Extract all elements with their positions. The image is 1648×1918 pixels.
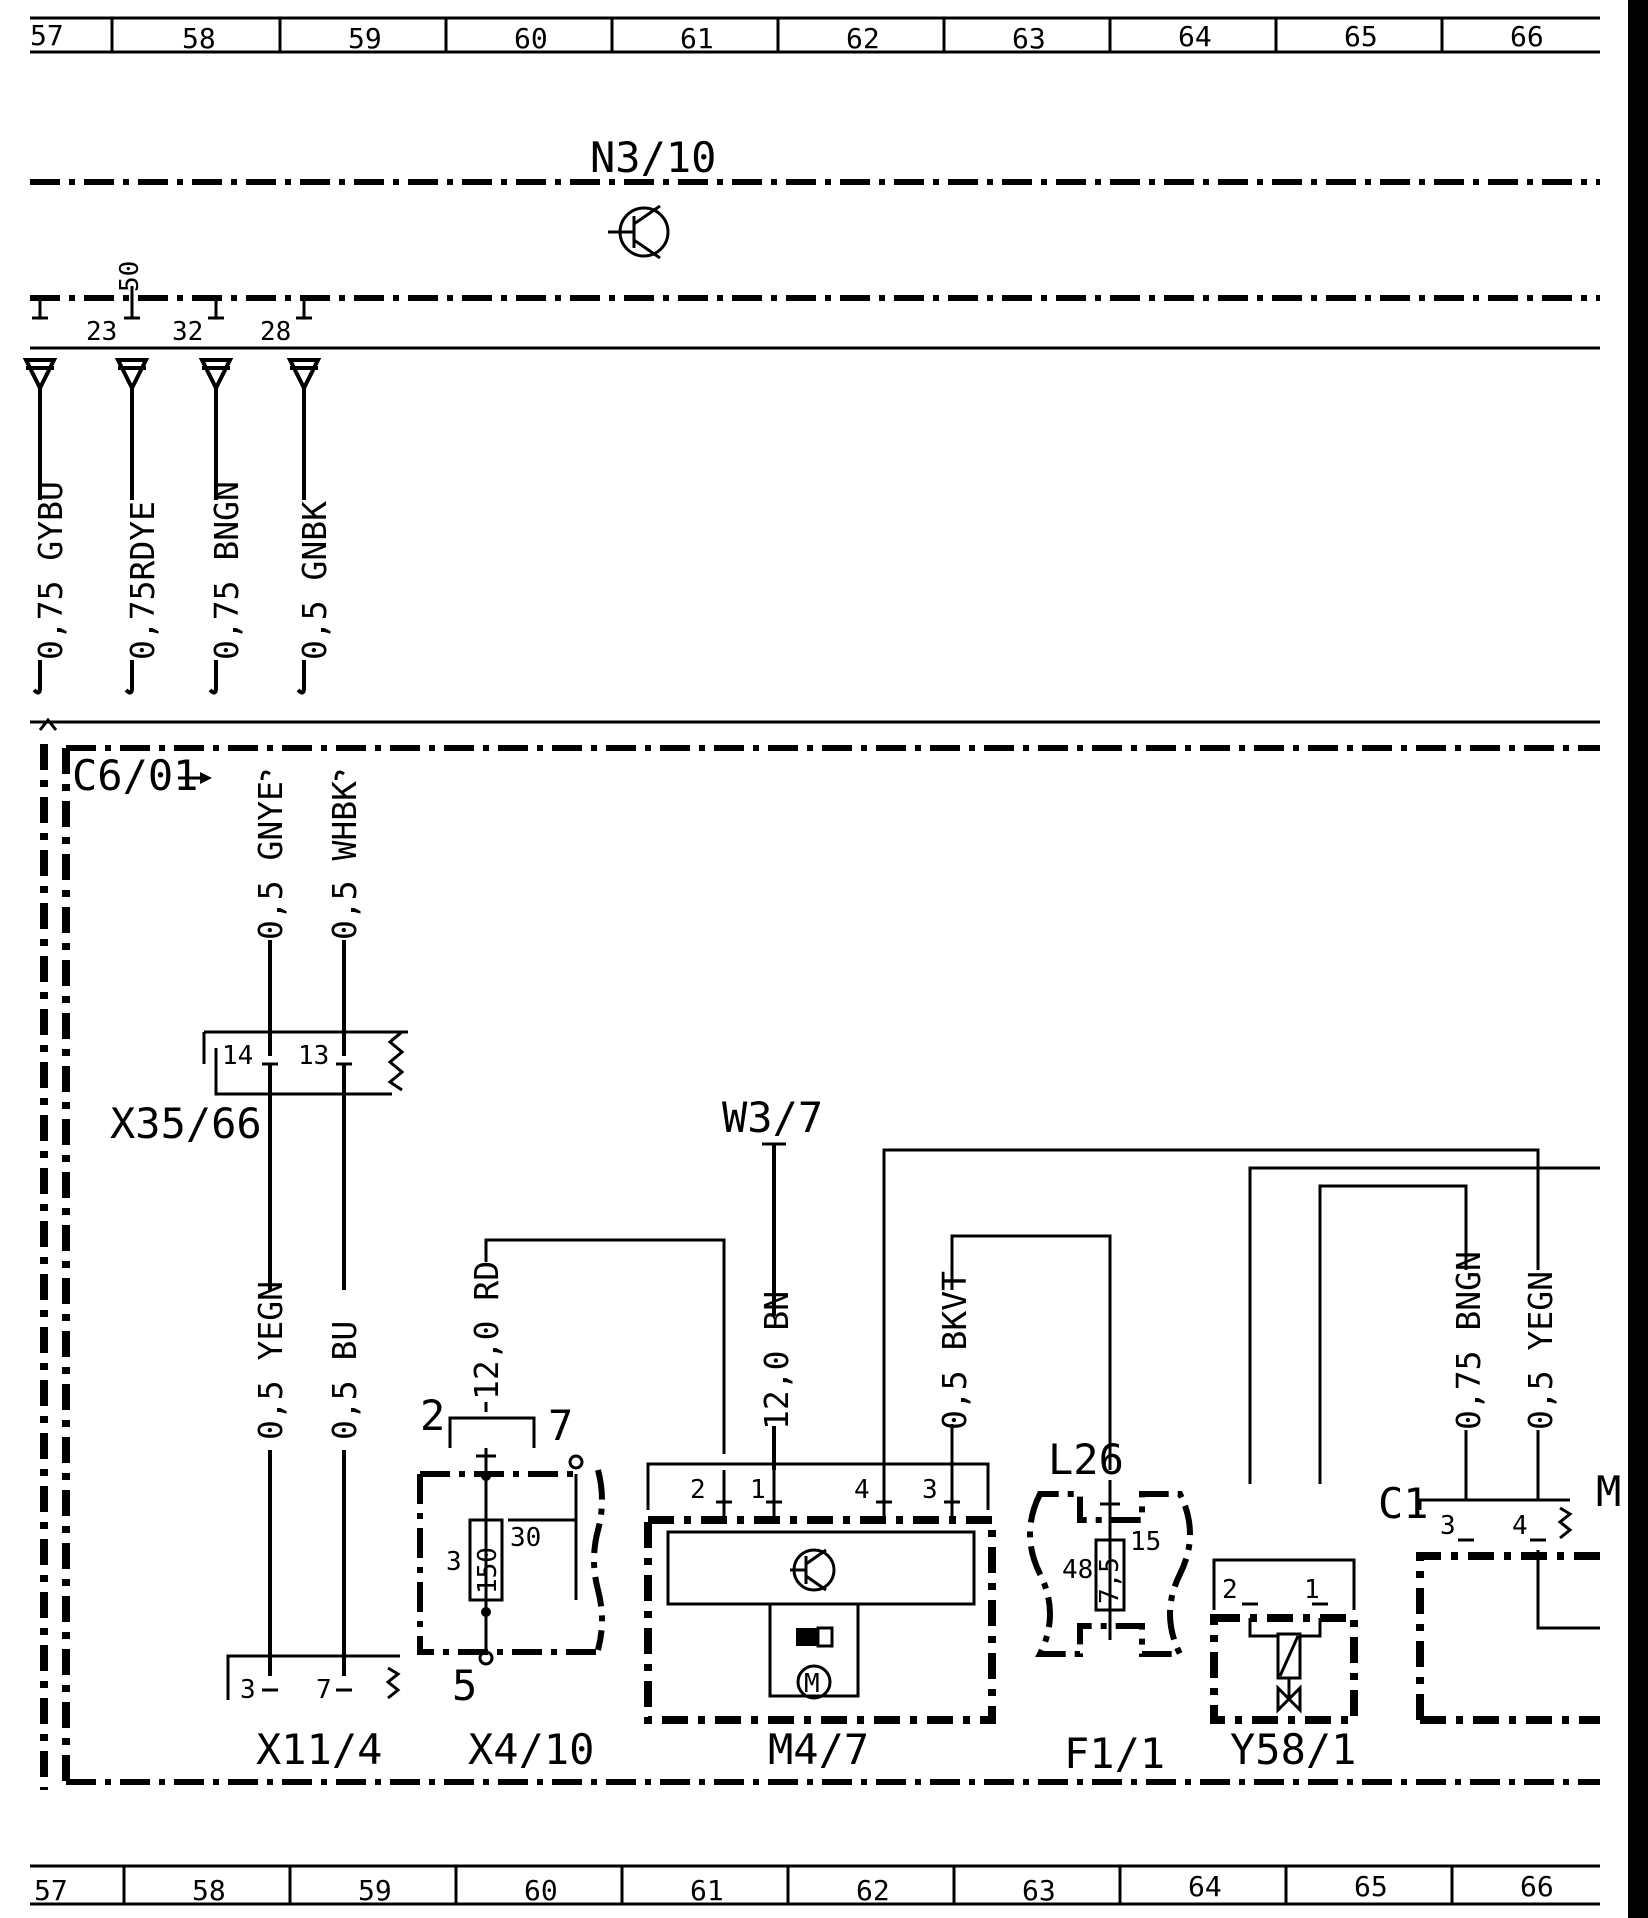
wire-label: 0,5 GNBK — [295, 501, 334, 660]
control-unit-n3-10: N3/10 — [30, 133, 1600, 350]
reference-c6-01: C6/01 — [72, 751, 212, 800]
grid-number: 62 — [846, 22, 880, 55]
pin-label: 4 — [1512, 1511, 1528, 1541]
component-label: X4/10 — [468, 1725, 594, 1774]
wire-label: 0,5 WHBK — [325, 781, 364, 940]
pin-label: 28 — [260, 317, 291, 347]
wire-label: 0,5 BKVT — [935, 1271, 974, 1430]
transistor-icon — [790, 1548, 836, 1592]
grid-number: 57 — [30, 19, 64, 52]
grid-number: 62 — [856, 1874, 890, 1907]
component-label: Y58/1 — [1230, 1725, 1356, 1774]
n3-wires: 0,75 GYBU 0,75RDYE 0,75 BNGN 0,5 GNBK — [22, 358, 334, 700]
grid-number: 58 — [182, 22, 216, 55]
pin-label: 7 — [548, 1401, 573, 1450]
wire-label: 0,5 BU — [325, 1321, 364, 1440]
grid-strip-top: 57 58 59 60 61 62 63 64 65 66 — [30, 16, 1600, 55]
pin-label: 3 — [446, 1547, 462, 1577]
pin-label: 2 — [690, 1475, 706, 1505]
pin-label: 30 — [510, 1523, 541, 1553]
connector-x11-4: 3 7 X11/4 — [226, 1654, 401, 1774]
lower-enclosure — [40, 744, 1600, 1790]
connector-c1: C1 3 4 M — [1378, 1467, 1621, 1724]
routing-wires: 0,5 BKVT 0,75 BNGN 0,5 YEGN — [882, 1148, 1600, 1500]
grid-number: 63 — [1022, 1874, 1056, 1907]
grid-number: 59 — [348, 22, 382, 55]
valve-y58-1: 2 1 Y58/1 — [1210, 1558, 1358, 1774]
grid-number: 61 — [680, 22, 714, 55]
wire-label: 0,5 YEGN — [1521, 1271, 1560, 1430]
pin-label: 1 — [750, 1475, 766, 1505]
pin-label: 7 — [316, 1675, 332, 1705]
fuse-rating: 150 — [473, 1547, 503, 1594]
pin-label: 48 — [1062, 1555, 1093, 1585]
connector-x4-10: 12,0 RD 2 7 150 3 30 5 X4/10 — [417, 1238, 726, 1774]
pin-label: 32 — [172, 317, 203, 347]
component-label: F1/1 — [1064, 1729, 1165, 1778]
fuse-f1-1: L26 7,5 48 15 F1/1 — [1027, 1435, 1193, 1778]
fuse-terminal-label: L26 — [1048, 1435, 1124, 1484]
pin-label: 2 — [420, 1391, 445, 1440]
grid-number: 57 — [34, 1874, 68, 1907]
grid-number: 64 — [1188, 1870, 1222, 1903]
wire-label: 0,75 BNGN — [207, 481, 246, 660]
component-label: W3/7 — [722, 1093, 823, 1142]
wire-label: 12,0 RD — [467, 1261, 506, 1400]
grid-number: 65 — [1354, 1870, 1388, 1903]
grid-number: 66 — [1520, 1870, 1554, 1903]
grid-number: 59 — [358, 1874, 392, 1907]
grid-number: 60 — [514, 22, 548, 55]
reference-label: C6/01 — [72, 751, 198, 800]
fuse-rating: 7,5 — [1095, 1557, 1125, 1604]
pin-label: 3 — [240, 1675, 256, 1705]
wire-label: 0,75 GYBU — [31, 481, 70, 660]
pin-label: 23 — [86, 317, 117, 347]
page-edge-bar — [1628, 0, 1648, 1918]
motor-symbol: M — [804, 1669, 820, 1699]
wire-label: 0,75 BNGN — [1449, 1251, 1488, 1430]
grid-number: 61 — [690, 1874, 724, 1907]
pin-label: 14 — [222, 1041, 253, 1071]
wire-label: 0,5 YEGN — [251, 1281, 290, 1440]
pin-label: 50 — [115, 261, 145, 292]
grid-number: 60 — [524, 1874, 558, 1907]
component-label: M4/7 — [768, 1725, 869, 1774]
wire-label: 0,5 GNYE — [251, 781, 290, 940]
pin-label: 3 — [922, 1475, 938, 1505]
grid-number: 63 — [1012, 22, 1046, 55]
grid-strip-bottom: 57 58 59 60 61 62 63 64 65 66 — [30, 1864, 1600, 1907]
grid-number: 65 — [1344, 20, 1378, 53]
grid-number: 66 — [1510, 20, 1544, 53]
n3-pins: 50 23 32 28 — [32, 261, 312, 347]
grid-number: 58 — [192, 1874, 226, 1907]
motor-m4-7: 2 1 4 3 M M4/7 — [644, 1462, 996, 1774]
grid-number: 64 — [1178, 20, 1212, 53]
pin-label: 5 — [452, 1661, 477, 1710]
wire-label: 12,0 BN — [757, 1291, 796, 1430]
x35-upper-wires: 0,5 GNYE 0,5 WHBK — [251, 770, 364, 1056]
wire-label: 0,75RDYE — [123, 501, 162, 660]
partial-component-label: M — [1596, 1467, 1621, 1516]
motor-icon — [796, 1664, 832, 1700]
pin-label: 3 — [1440, 1511, 1456, 1541]
pin-label: 15 — [1130, 1527, 1161, 1557]
pin-label: 4 — [854, 1475, 870, 1505]
ground-w3-7: W3/7 12,0 BN — [722, 1093, 823, 1470]
section-separator — [30, 717, 1600, 731]
transistor-icon — [608, 204, 670, 260]
component-label: N3/10 — [590, 133, 716, 182]
pin-label: 13 — [298, 1041, 329, 1071]
component-label: X11/4 — [256, 1725, 382, 1774]
pin-label: 1 — [1304, 1575, 1320, 1605]
pin-label: 2 — [1222, 1575, 1238, 1605]
component-label: X35/66 — [110, 1099, 262, 1148]
